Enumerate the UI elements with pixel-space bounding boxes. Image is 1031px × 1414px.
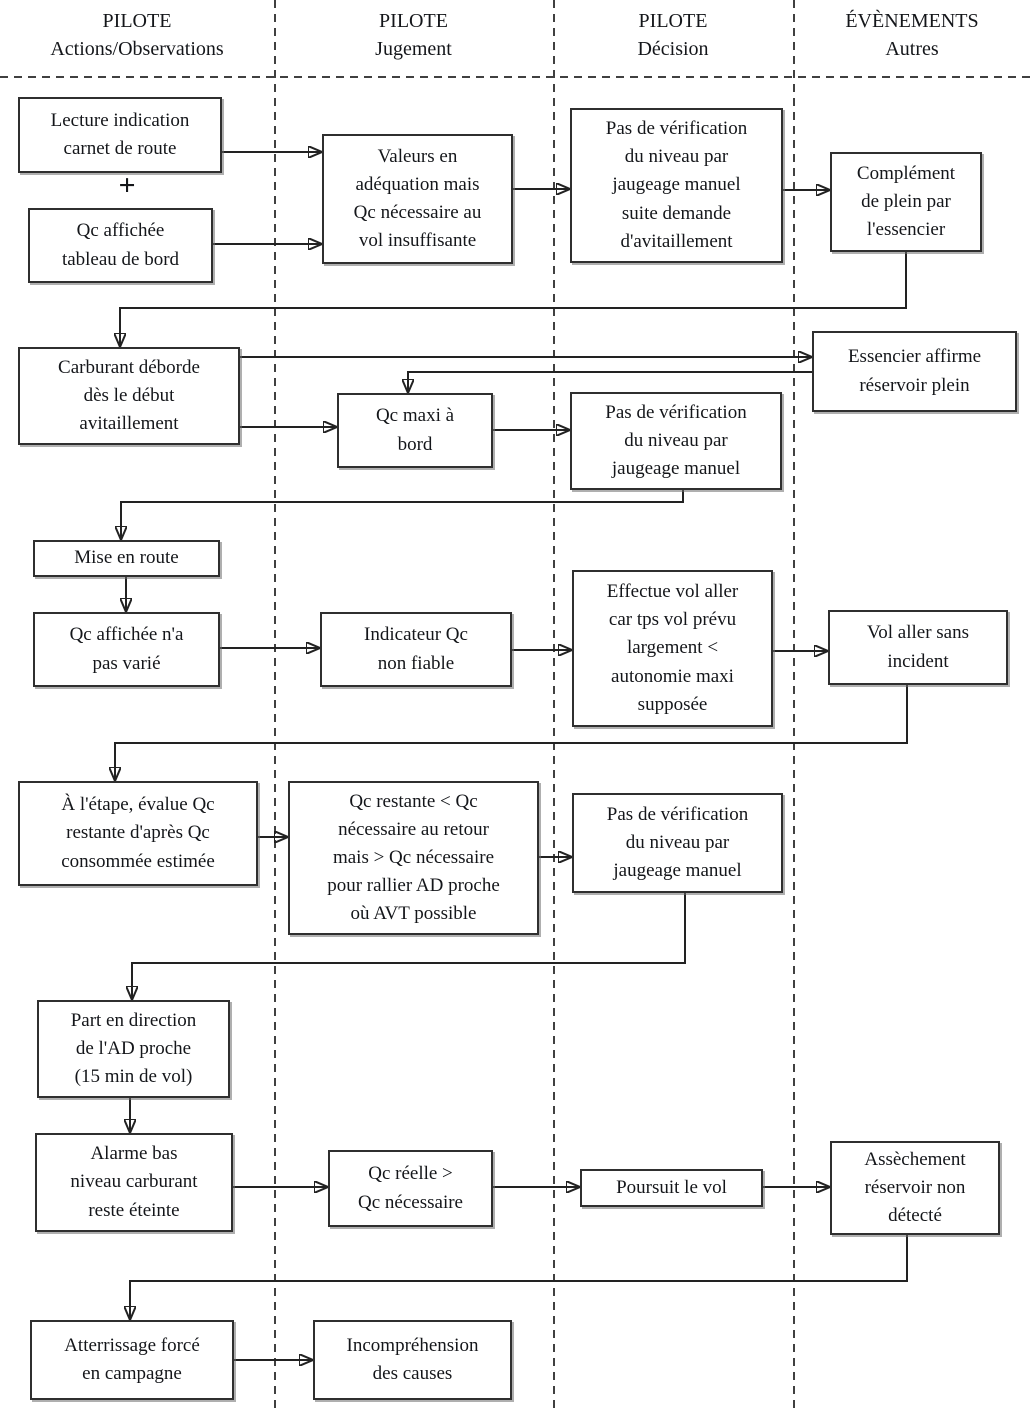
header-line1: PILOTE [102,10,172,32]
node-label: Valeurs en adéquation mais Qc nécessaire… [353,145,482,252]
node-a-letape-evalue: À l'étape, évalue Qc restante d'après Qc… [18,781,258,886]
node-qc-affichee-tableau: Qc affichée tableau de bord [28,208,213,283]
node-label: Effectue vol aller car tps vol prévu lar… [606,581,739,715]
node-part-en-direction: Part en direction de l'AD proche (15 min… [37,1000,230,1098]
node-label: Incompréhension des causes [346,1334,479,1384]
node-incomprehension-causes: Incompréhension des causes [313,1320,512,1400]
node-qc-maxi-bord: Qc maxi à bord [337,393,493,468]
node-qc-affichee-na-pas-varie: Qc affichée n'a pas varié [33,612,220,687]
node-label: Atterrissage forcé en campagne [64,1334,200,1384]
edge-volaller-to-etape [115,685,908,779]
node-atterrissage-force: Atterrissage forcé en campagne [30,1320,234,1400]
node-label: Carburant déborde dès le début avitaille… [58,356,200,435]
header-line2: Jugement [375,38,452,60]
node-label: Qc réelle > Qc nécessaire [358,1163,463,1213]
node-poursuit-le-vol: Poursuit le vol [580,1169,763,1207]
node-label: Qc affichée tableau de bord [61,220,180,270]
header-line2: Décision [637,38,709,60]
header-line2: Autres [885,38,939,60]
node-label: Vol aller sans incident [866,622,970,672]
header-divider [0,76,1031,78]
node-label: Mise en route [74,547,179,569]
node-vol-aller-sans-incident: Vol aller sans incident [828,610,1008,685]
plus-sign: + [118,169,136,202]
node-label: Qc affichée n'a pas varié [69,624,184,674]
node-label: Pas de vérification du niveau par jaugea… [606,803,749,882]
node-assechement-reservoir: Assèchement réservoir non détecté [830,1141,1000,1235]
node-pas-verification-1: Pas de vérification du niveau par jaugea… [570,108,783,263]
node-essencier-affirme: Essencier affirme réservoir plein [812,331,1017,412]
lane-divider-1 [274,0,276,1414]
node-label: Part en direction de l'AD proche (15 min… [70,1009,197,1088]
node-label: Essencier affirme réservoir plein [847,346,982,396]
node-label: Indicateur Qc non fiable [364,624,468,674]
header-line1: PILOTE [638,10,708,32]
lane-divider-3 [793,0,795,1414]
column-header-evenements-autres: ÉVÈNEMENTS Autres [793,7,1031,63]
node-label: Complément de plein par l'essencier [856,162,956,241]
node-valeurs-adequation: Valeurs en adéquation mais Qc nécessaire… [322,134,513,264]
node-carburant-deborde: Carburant déborde dès le début avitaille… [18,347,240,445]
lane-divider-2 [553,0,555,1414]
node-pas-verification-2: Pas de vérification du niveau par jaugea… [570,392,782,490]
edge-complement-to-carburant [120,252,907,345]
node-effectue-vol-aller: Effectue vol aller car tps vol prévu lar… [572,570,773,727]
edge-pasverif3-to-part [132,893,686,998]
node-mise-en-route: Mise en route [33,540,220,577]
node-label: Pas de vérification du niveau par jaugea… [605,401,747,480]
node-label: Qc maxi à bord [375,405,455,455]
node-alarme-bas-niveau: Alarme bas niveau carburant reste éteint… [35,1133,233,1232]
header-line1: ÉVÈNEMENTS [845,10,979,32]
node-qc-reelle: Qc réelle > Qc nécessaire [328,1150,493,1227]
node-label: Lecture indication carnet de route [50,109,190,159]
header-line1: PILOTE [379,10,448,32]
node-label: Pas de vérification du niveau par jaugea… [605,118,748,252]
column-header-pilote-jugement: PILOTE Jugement [274,7,553,63]
edge-pasverif2-to-mise [121,490,684,538]
column-header-pilote-actions: PILOTE Actions/Observations [0,7,274,63]
node-qc-restante: Qc restante < Qc nécessaire au retour ma… [288,781,539,935]
node-label: Qc restante < Qc nécessaire au retour ma… [327,790,500,925]
node-label: Assèchement réservoir non détecté [864,1148,966,1227]
node-label: Alarme bas niveau carburant reste éteint… [70,1143,198,1221]
node-complement-plein: Complément de plein par l'essencier [830,152,982,252]
node-label: À l'étape, évalue Qc restante d'après Qc… [61,794,215,872]
edge-essencier-to-qcmaxi [408,371,812,391]
node-label: Poursuit le vol [616,1176,727,1198]
column-header-pilote-decision: PILOTE Décision [553,7,793,63]
header-line2: Actions/Observations [50,38,224,60]
node-indicateur-qc-non-fiable: Indicateur Qc non fiable [320,612,512,687]
node-lecture-indication: Lecture indication carnet de route [18,97,222,173]
edge-assechement-to-atterrissage [130,1235,908,1318]
node-pas-verification-3: Pas de vérification du niveau par jaugea… [572,793,783,893]
